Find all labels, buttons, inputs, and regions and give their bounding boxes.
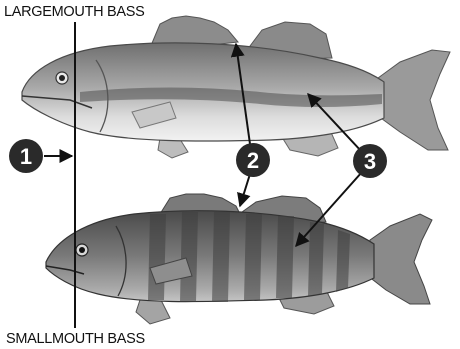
arrow-2-down	[240, 174, 250, 206]
smallmouth-pupil	[79, 247, 85, 253]
smallmouth-bass-figure	[46, 194, 432, 324]
callout-badge-2: 2	[236, 143, 270, 177]
largemouth-bass-figure	[22, 16, 450, 158]
callout-number-3: 3	[364, 149, 376, 174]
smallmouth-body	[46, 211, 374, 302]
largemouth-tail-fin	[378, 50, 450, 150]
smallmouth-tail-fin	[368, 214, 432, 304]
callout-number-2: 2	[247, 148, 259, 173]
largemouth-pupil	[59, 75, 65, 81]
callout-badge-1: 1	[9, 139, 43, 173]
callout-number-1: 1	[20, 144, 32, 169]
callout-badge-3: 3	[353, 144, 387, 178]
